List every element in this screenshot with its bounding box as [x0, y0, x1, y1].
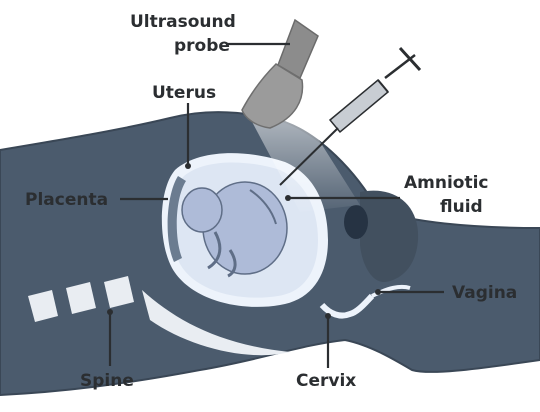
label-probe-line1: Ultrasound	[130, 12, 236, 32]
label-probe-line2: probe	[174, 36, 230, 56]
label-amniotic-line1: Amniotic	[404, 173, 489, 193]
vagina-dot	[375, 289, 381, 295]
label-cervix: Cervix	[296, 371, 356, 391]
label-placenta: Placenta	[25, 190, 108, 210]
ultrasound-probe	[242, 20, 318, 128]
label-spine: Spine	[80, 371, 134, 391]
uterus-dot	[185, 163, 191, 169]
label-uterus: Uterus	[152, 83, 216, 103]
spine-dot	[107, 309, 113, 315]
eye-mark	[344, 205, 368, 239]
cervix-dot	[325, 313, 331, 319]
label-vagina: Vagina	[452, 283, 517, 303]
label-amniotic-line2: fluid	[440, 197, 483, 217]
amniotic-dot	[285, 195, 291, 201]
